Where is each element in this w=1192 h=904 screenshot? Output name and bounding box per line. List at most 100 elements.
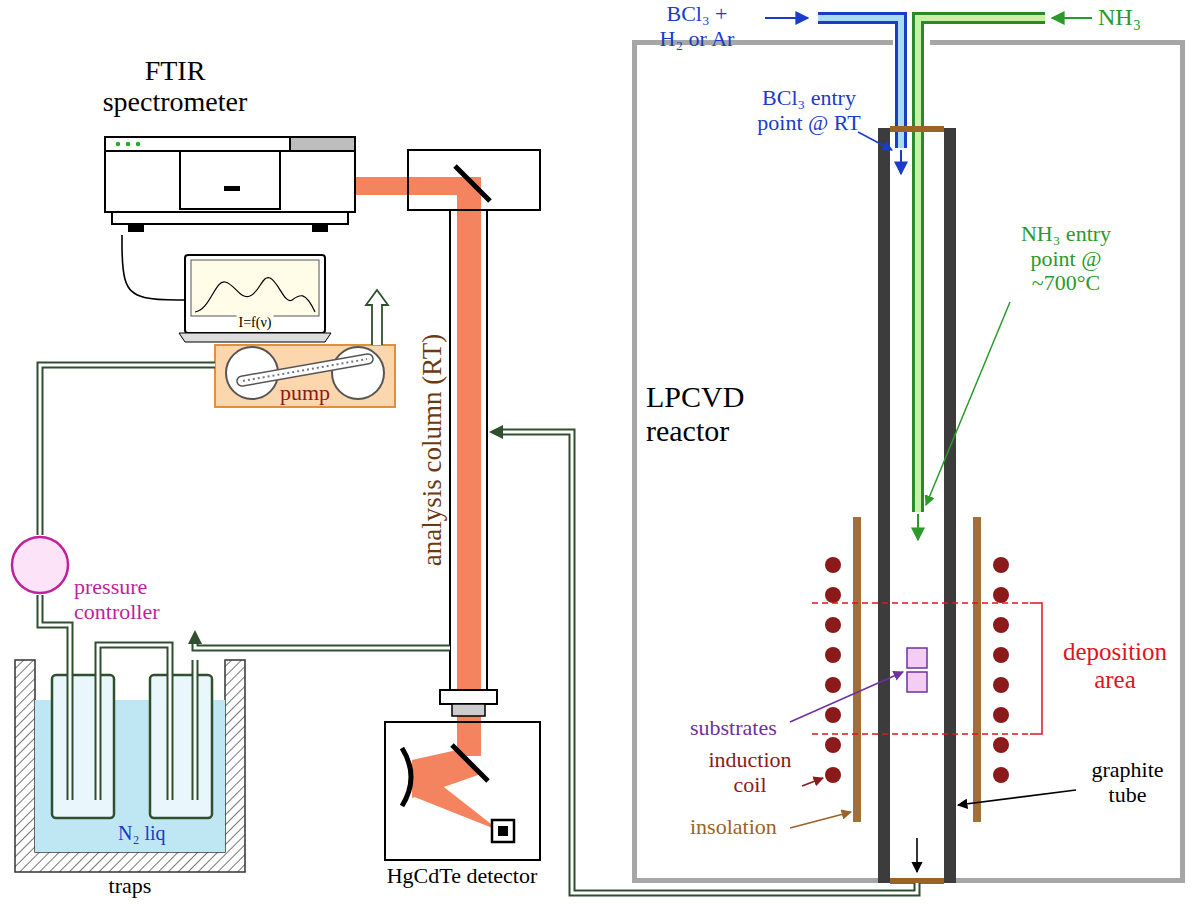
graphite-tube	[916, 838, 918, 872]
node-label: HgCdTe detector	[387, 864, 538, 889]
leader-line	[802, 778, 823, 786]
induction-coil	[825, 557, 841, 573]
controller-circle	[10, 535, 70, 595]
substrate	[907, 672, 927, 692]
induction-coil	[993, 737, 1009, 753]
analysis-column-body	[452, 704, 485, 716]
ftir-spectrometer-body	[128, 224, 144, 232]
ftir-spectrometer-body	[112, 212, 348, 224]
insulation-sleeve	[973, 517, 981, 822]
gas-pipe	[195, 644, 450, 648]
cold-trap-bath	[150, 675, 212, 818]
induction-coil	[825, 677, 841, 693]
induction-coil	[993, 587, 1009, 603]
insulation-sleeve	[853, 517, 981, 822]
induction-coil	[993, 557, 1009, 573]
substrate	[907, 648, 927, 668]
ir-beam	[457, 177, 481, 756]
analysis-column-body	[450, 210, 487, 690]
leader-line	[926, 302, 1010, 505]
node-label: pressure controller	[74, 575, 174, 624]
node-label: I=f(ν)	[237, 315, 274, 331]
callout-label: NH₃ entry point @ ~700°C	[1000, 222, 1132, 296]
callout-label: insolation	[690, 815, 777, 840]
controller-circle	[12, 537, 68, 593]
deposition-zone	[1030, 603, 1042, 734]
gas-line	[503, 432, 917, 893]
pipe-bore	[40, 595, 70, 660]
gas-line	[122, 235, 185, 300]
induction-coil	[993, 677, 1009, 693]
gas-pipe	[40, 365, 215, 535]
pressure-controller: pressure controller	[10, 535, 70, 595]
node-label: FTIR spectrometer	[75, 55, 275, 118]
insulation-sleeve	[853, 517, 861, 822]
gas-inlet-pipes	[900, 150, 902, 174]
pump-body	[366, 290, 388, 345]
callout-label: NH₃	[1098, 4, 1141, 31]
pipe-bore	[503, 432, 917, 893]
graphite-tube	[944, 128, 956, 883]
gas-pipe	[503, 432, 917, 893]
induction-coil	[825, 767, 841, 783]
ir-beam	[355, 177, 500, 831]
computer-display	[179, 333, 331, 342]
ftir-spectrometer-body	[126, 142, 130, 146]
cold-trap-bath	[15, 645, 245, 872]
graphite-tube	[890, 126, 944, 132]
ftir-spectrometer: FTIR spectrometer	[105, 135, 355, 235]
reactor-frame	[635, 43, 1183, 881]
analysis-column-body	[440, 690, 497, 704]
deposition-zone	[812, 602, 1028, 604]
computer-screen: I=f(ν)	[185, 255, 325, 333]
callout-label: graphite tube	[1080, 758, 1175, 807]
ftir-spectrometer-body	[105, 137, 355, 151]
gas-inlet-pipes	[918, 18, 1045, 512]
deposition-zone	[812, 603, 1042, 734]
graphite-tube	[878, 126, 956, 884]
gas-line	[40, 595, 70, 660]
gas-inlet-pipes	[765, 17, 808, 19]
substrate	[907, 648, 927, 692]
pump-body	[215, 290, 395, 407]
gas-inlet-pipes	[1052, 17, 1092, 19]
pump-body	[243, 359, 367, 381]
computer-display	[179, 255, 331, 342]
callout-label: induction coil	[700, 748, 800, 797]
ftir-spectrometer-body	[105, 137, 355, 232]
computer-display	[185, 255, 325, 333]
signal-cable	[122, 235, 185, 300]
vacuum-pump: pump	[215, 345, 395, 407]
induction-coil	[825, 737, 841, 753]
ftir-spectrometer-body	[290, 137, 355, 151]
gas-inlet-pipes	[918, 18, 1045, 512]
analysis-column: analysis column (RT)	[450, 210, 487, 690]
callout-label: BCl₃ entry point @ RT	[748, 86, 870, 135]
node-label: N₂ liq	[118, 822, 166, 844]
gas-pipe	[40, 595, 70, 660]
detector-housing	[498, 826, 508, 836]
detector-housing	[492, 820, 514, 842]
detector-housing	[385, 722, 540, 860]
ftir-spectrometer-body	[105, 137, 355, 212]
induction-coil	[825, 557, 1009, 783]
induction-coil	[993, 707, 1009, 723]
node-label: LPCVD reactor	[646, 380, 796, 447]
ftir-spectrometer-body	[312, 224, 328, 232]
reactor-frame	[635, 43, 1183, 881]
callout-label: deposition area	[1050, 638, 1180, 694]
computer-display	[195, 278, 315, 312]
pipe-bore	[195, 644, 450, 648]
induction-coil	[825, 587, 841, 603]
leader-line	[790, 672, 903, 722]
computer-display	[191, 260, 319, 316]
induction-coil	[993, 617, 1009, 633]
analysis-column-body	[408, 150, 540, 210]
callout-label: BCl₃ + H₂ or Ar	[652, 2, 742, 51]
cold-trap-bath	[70, 645, 195, 800]
detector-housing	[385, 722, 540, 860]
detector-housing	[452, 745, 488, 781]
induction-coil	[993, 767, 1009, 783]
node-label: pump	[280, 381, 330, 406]
